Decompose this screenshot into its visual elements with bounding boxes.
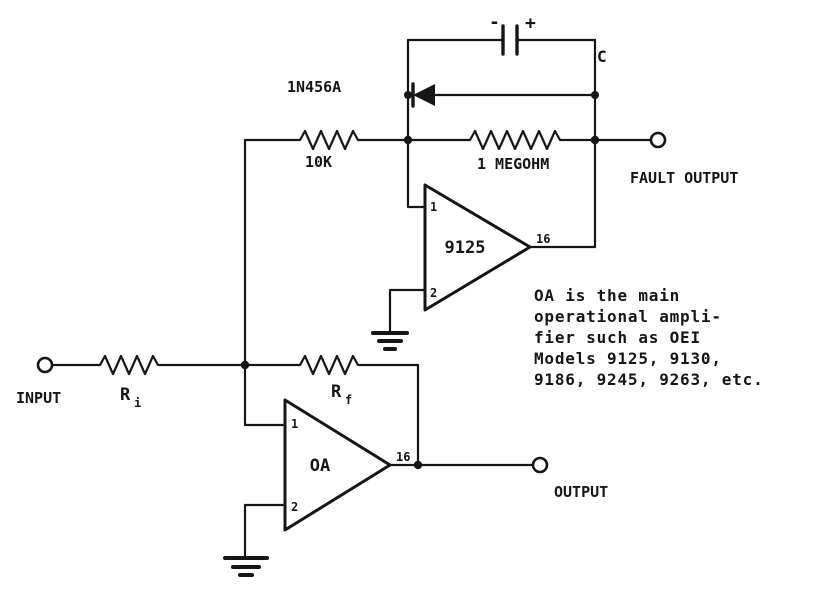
junction-dots	[240, 91, 600, 470]
note-line-3: fier such as OEI	[534, 328, 701, 347]
fault-opamp-label: 9125	[445, 238, 486, 258]
fault-opamp: 9125 1 2 16	[371, 183, 550, 351]
r10k-label: 10K	[305, 153, 332, 171]
capacitor-minus-label: -	[489, 12, 500, 33]
ri-subscript: i	[134, 396, 141, 410]
r-1meg-resistor	[406, 129, 597, 151]
ri-label: R	[120, 385, 131, 405]
fault-output-terminal	[649, 131, 667, 149]
r-10k-resistor	[243, 129, 410, 151]
note-line-2: operational ampli-	[534, 307, 722, 326]
node-b-diode-dot	[591, 91, 599, 99]
node-a-diode-dot	[404, 91, 412, 99]
fault-amp-pin2-label: 2	[430, 286, 437, 300]
node-a-dot	[403, 135, 413, 145]
feedback-capacitor-branch: - + C	[406, 12, 607, 66]
note-line-5: 9186, 9245, 9263, etc.	[534, 370, 764, 389]
fault-amp-output-wire	[528, 38, 597, 249]
input-branch: INPUT R i	[16, 354, 247, 410]
diode-label: 1N456A	[287, 78, 341, 96]
ground-symbol-fault-amp	[371, 331, 409, 351]
note-line-4: Models 9125, 9130,	[534, 349, 722, 368]
node-b-dot	[590, 135, 600, 145]
fault-feedback-line: 10K 1 MEGOHM FAULT OUTPUT	[243, 129, 738, 187]
main-amp-pin1-label: 1	[291, 417, 298, 431]
main-amp-pin2-label: 2	[291, 500, 298, 514]
fault-amp-pin1-label: 1	[430, 200, 437, 214]
ri-resistor	[50, 354, 247, 376]
rf-subscript: f	[345, 393, 352, 407]
node-a-vertical	[406, 38, 427, 209]
ground-symbol-main-amp	[223, 556, 269, 577]
fault-output-label: FAULT OUTPUT	[630, 169, 738, 187]
capacitor-label: C	[597, 47, 607, 66]
capacitor-plates	[501, 24, 519, 56]
main-amp-ground-wire	[243, 503, 287, 558]
main-amp-pin16-label: 16	[396, 450, 410, 464]
annotation-note: OA is the main operational ampli- fier s…	[534, 286, 764, 389]
note-line-1: OA is the main	[534, 286, 680, 305]
diode-triangle	[413, 84, 435, 106]
r1meg-label: 1 MEGOHM	[477, 155, 549, 173]
rf-feedback-branch: R f	[243, 354, 420, 467]
summing-node-vertical	[243, 138, 287, 427]
output-terminal	[531, 456, 549, 474]
capacitor-plus-label: +	[525, 13, 536, 34]
summing-junction-dot	[240, 360, 250, 370]
rf-resistor	[243, 354, 420, 467]
fault-opamp-triangle	[423, 183, 532, 312]
fault-amp-ground-wire	[388, 288, 427, 333]
rf-label: R	[331, 382, 342, 402]
output-feedback-dot	[413, 460, 423, 470]
input-label: INPUT	[16, 389, 61, 407]
main-opamp: OA 1 2 16 OUTPUT	[223, 398, 608, 577]
main-opamp-label: OA	[310, 456, 330, 476]
fault-amp-pin16-label: 16	[536, 232, 550, 246]
output-label: OUTPUT	[554, 483, 608, 501]
main-opamp-triangle	[283, 398, 392, 532]
input-terminal	[36, 356, 54, 374]
clamp-diode-branch: 1N456A	[287, 78, 597, 108]
